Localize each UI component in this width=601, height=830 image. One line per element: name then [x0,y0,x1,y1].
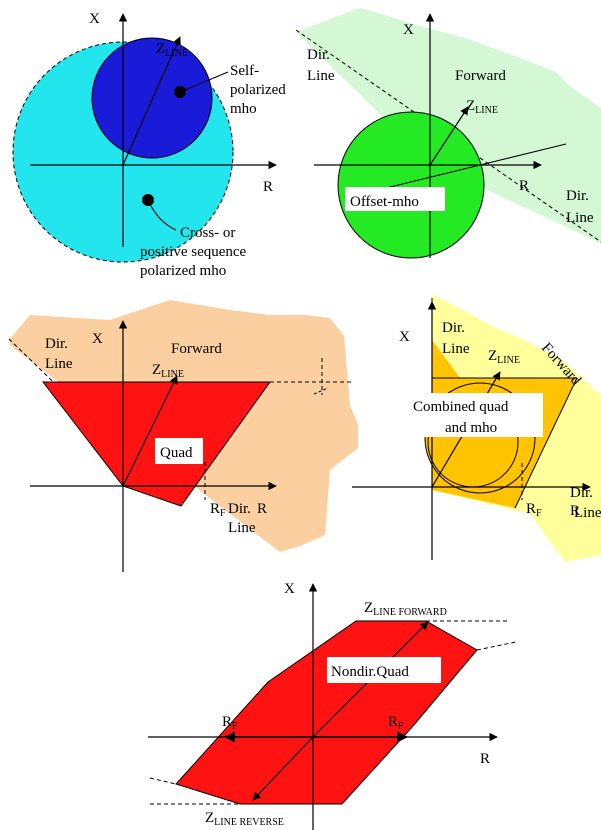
zline-forward-label: ZLINE FORWARD [364,600,447,618]
x-axis-label: X [399,329,410,345]
rf-label: RF [210,501,226,519]
dir-line-right-label-1: Dir. [570,485,593,501]
zline-vector [122,36,181,166]
quad-label-box [155,438,203,464]
dir-line-label-2: Line [45,356,73,372]
dir-line-label-1: Dir. [442,320,465,336]
panel-nondirectional-quad: X R ZLINE FORWARD Nondir.Quad RF RF ZLIN… [148,581,517,830]
panel-offset-mho: X R Dir. Line Forward ZLINE Offset-mho D… [295,8,601,259]
dir-line-right-label-2: Line [228,520,256,536]
forward-label: Forward [171,341,222,357]
cross-callout-line [147,199,177,231]
panel-quad: X R Dir. Line Forward ZLINE Quad RF Dir.… [8,300,358,572]
zline-reverse-vector [252,736,314,801]
zline-label: ZLINE [152,362,184,380]
cross-polarized-label-2: positive sequence [140,244,247,260]
offset-mho-label: Offset-mho [350,194,419,210]
panel-self-polarized-mho: X R ZLINE Self- polarized mho Cross- or … [12,11,286,279]
self-polarized-label-3: mho [230,101,257,117]
cross-polarized-label-3: polarized mho [140,263,226,279]
self-polarized-label-2: polarized [230,82,286,98]
combined-label-2: and mho [445,420,497,436]
rf-left-label: RF [222,714,238,732]
self-polarized-label-1: Self- [230,63,259,79]
nondir-quad-region [175,620,478,805]
r-axis-label: R [519,178,529,194]
x-axis-label: X [403,22,414,38]
offset-mho-circle [337,111,485,259]
self-callout-line [179,71,229,93]
r-axis-label: R [480,751,490,767]
dir-line-label-1: Dir. [307,47,330,63]
zline-label: ZLINE [156,41,188,59]
offset-mho-label-box [345,187,445,211]
zline-vector [429,106,469,166]
nondir-quad-label-box [327,657,441,683]
zline-label: ZLINE [488,348,520,366]
dir-line-right-label-1: Dir. [228,501,251,517]
x-axis-label: X [89,11,100,27]
panel-combined-quad-mho: X R Dir. Line Forward ZLINE Combined qua… [352,295,601,562]
dir-line-right-label-1: Dir. [566,188,589,204]
r-axis-label: R [570,503,580,519]
cross-polarized-label-1: Cross- or [180,225,235,241]
nondir-quad-label: Nondir.Quad [331,664,409,680]
x-axis-label: X [284,581,295,597]
dir-line-label-2: Line [442,341,470,357]
combined-label-box [411,393,543,437]
rf-label: RF [526,501,542,519]
quad-right [514,377,578,509]
rev-corner-dash [149,777,177,785]
reach-tick-2 [313,387,329,395]
dir-line-right-label-2: Line [566,210,594,226]
quad-label: Quad [160,445,193,461]
zline-label: ZLINE [466,98,498,116]
dir-line-label-2: Line [307,68,335,84]
zline-reverse-label: ZLINE REVERSE [205,810,284,828]
self-polarized-mho-circle [91,37,213,159]
r-axis-label: R [263,179,273,195]
x-axis-label: X [92,331,103,347]
r-axis-label: R [257,501,267,517]
zline-vector [122,375,178,487]
rf-right-label: RF [388,714,404,732]
dir-line-right-label-2: Line [574,505,601,521]
combined-label-1: Combined quad [413,399,509,415]
forward-label: Forward [455,68,506,84]
offset-mho-diameter [377,143,567,191]
fwd-corner-dash [476,641,517,651]
dir-line-label-1: Dir. [45,336,68,352]
